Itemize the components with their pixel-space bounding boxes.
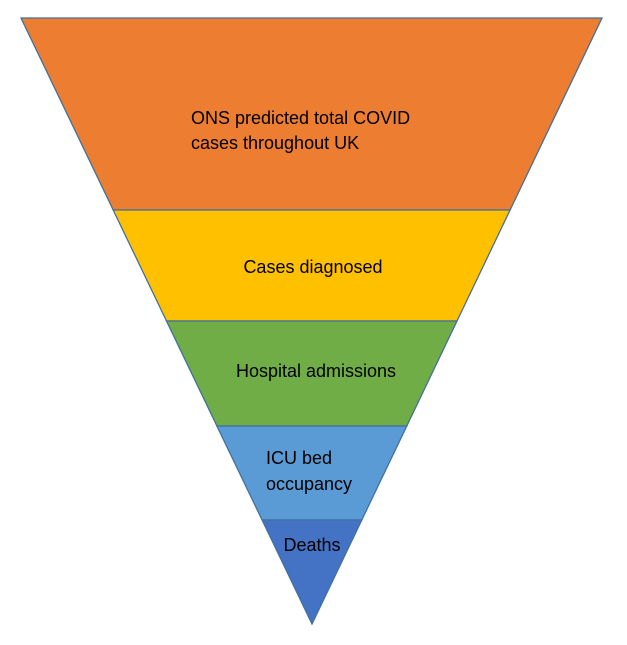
funnel-level-icu-bed-occupancy xyxy=(215,425,408,521)
label-icu-line-1: ICU bed xyxy=(266,448,332,468)
label-cases-diagnosed: Cases diagnosed xyxy=(243,257,382,277)
label-deaths: Deaths xyxy=(283,535,340,555)
label-icu-line-2: occupancy xyxy=(266,474,352,494)
funnel-level-deaths xyxy=(261,519,363,626)
label-ons-line-2: cases throughout UK xyxy=(191,133,359,153)
label-hospital-admissions: Hospital admissions xyxy=(236,361,396,381)
label-ons-line-1: ONS predicted total COVID xyxy=(191,108,410,128)
